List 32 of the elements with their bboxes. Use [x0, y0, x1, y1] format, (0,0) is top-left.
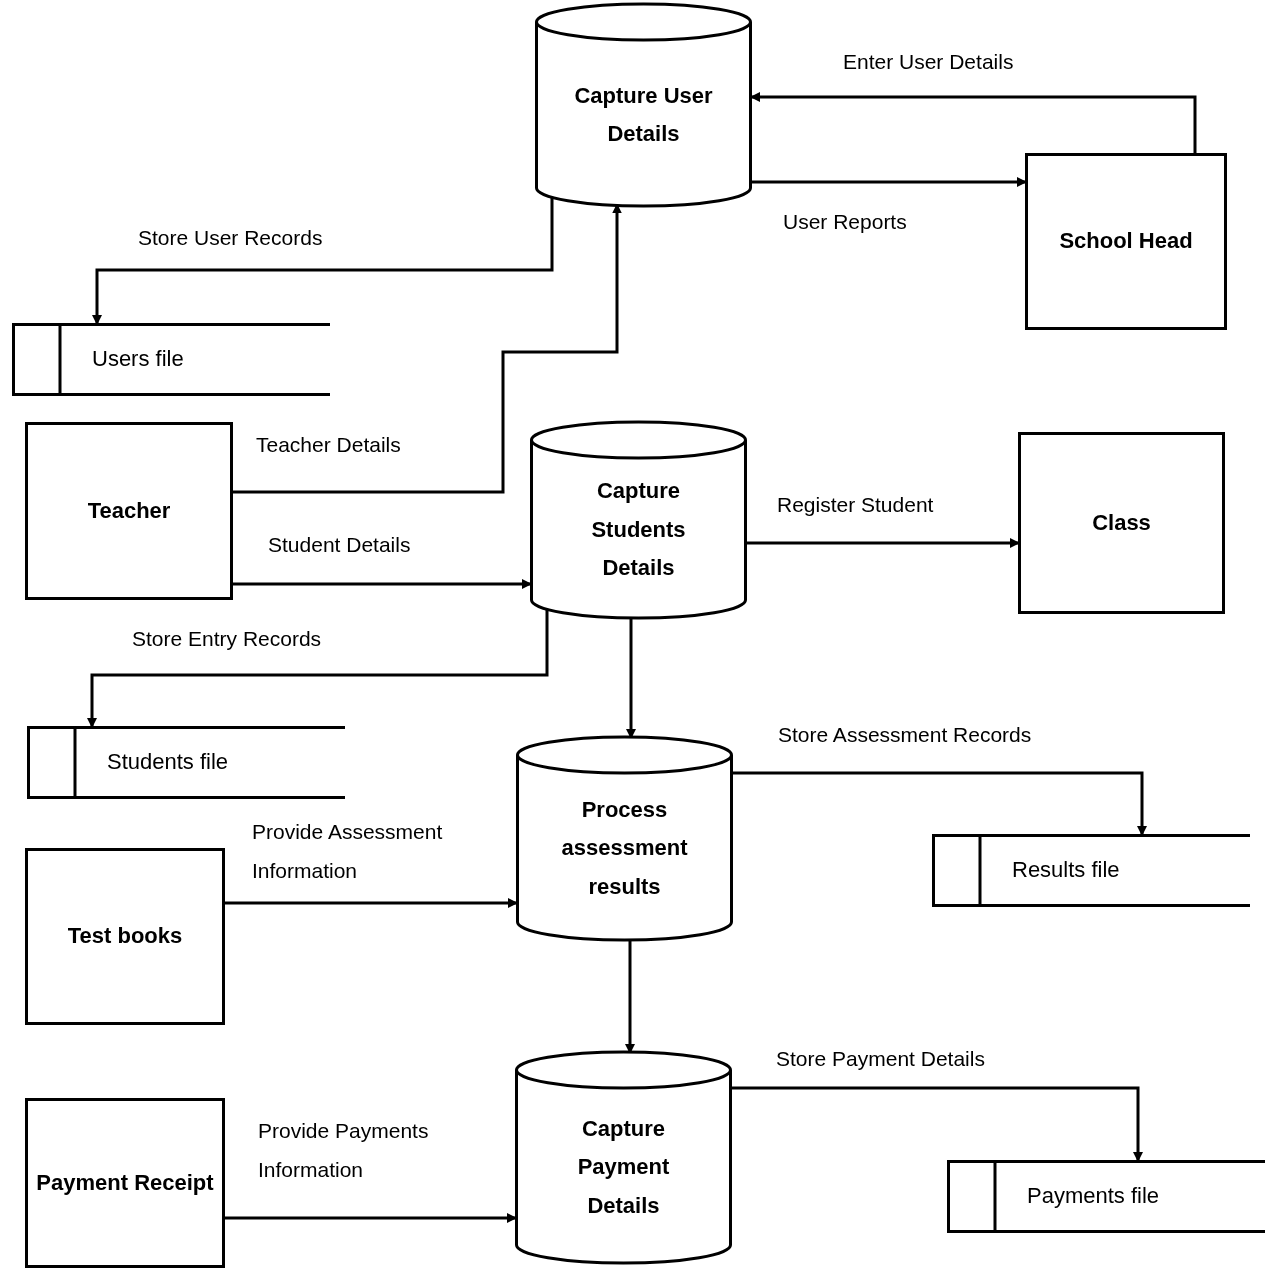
- arrow: [225, 898, 518, 908]
- data-store: [27, 726, 345, 799]
- entity-box: [25, 422, 233, 600]
- node-label: Results file: [1012, 856, 1120, 885]
- node-label: Payment Receipt: [36, 1168, 214, 1197]
- node-label: Capture Payment Details: [576, 1114, 671, 1220]
- entity-box: [1018, 432, 1225, 614]
- data-store: [932, 834, 1250, 907]
- entity-box: [1025, 153, 1227, 330]
- node-label: Class: [1092, 508, 1151, 537]
- arrow: [87, 609, 549, 728]
- arrow: [732, 1086, 1143, 1162]
- node-label: Teacher: [87, 496, 171, 525]
- entity-box: [25, 848, 225, 1025]
- arrow: [225, 1213, 517, 1223]
- node-label: Process assessment results: [560, 795, 689, 901]
- arrow: [752, 177, 1027, 187]
- data-store: [947, 1160, 1265, 1233]
- arrow: [233, 579, 532, 589]
- node-label: Users file: [92, 345, 184, 374]
- node-label: Students file: [107, 748, 229, 777]
- node-label: Capture Students Details: [590, 477, 687, 583]
- arrow: [750, 92, 1197, 153]
- data-store: [12, 323, 330, 396]
- arrow: [733, 771, 1147, 836]
- node-label: School Head: [1059, 227, 1193, 256]
- node-label: Test books: [67, 922, 183, 951]
- arrow: [747, 538, 1020, 548]
- arrow: [92, 197, 554, 325]
- node-label: Capture User Details: [573, 81, 714, 148]
- node-label: Payments file: [1027, 1182, 1160, 1211]
- entity-box: [25, 1098, 225, 1268]
